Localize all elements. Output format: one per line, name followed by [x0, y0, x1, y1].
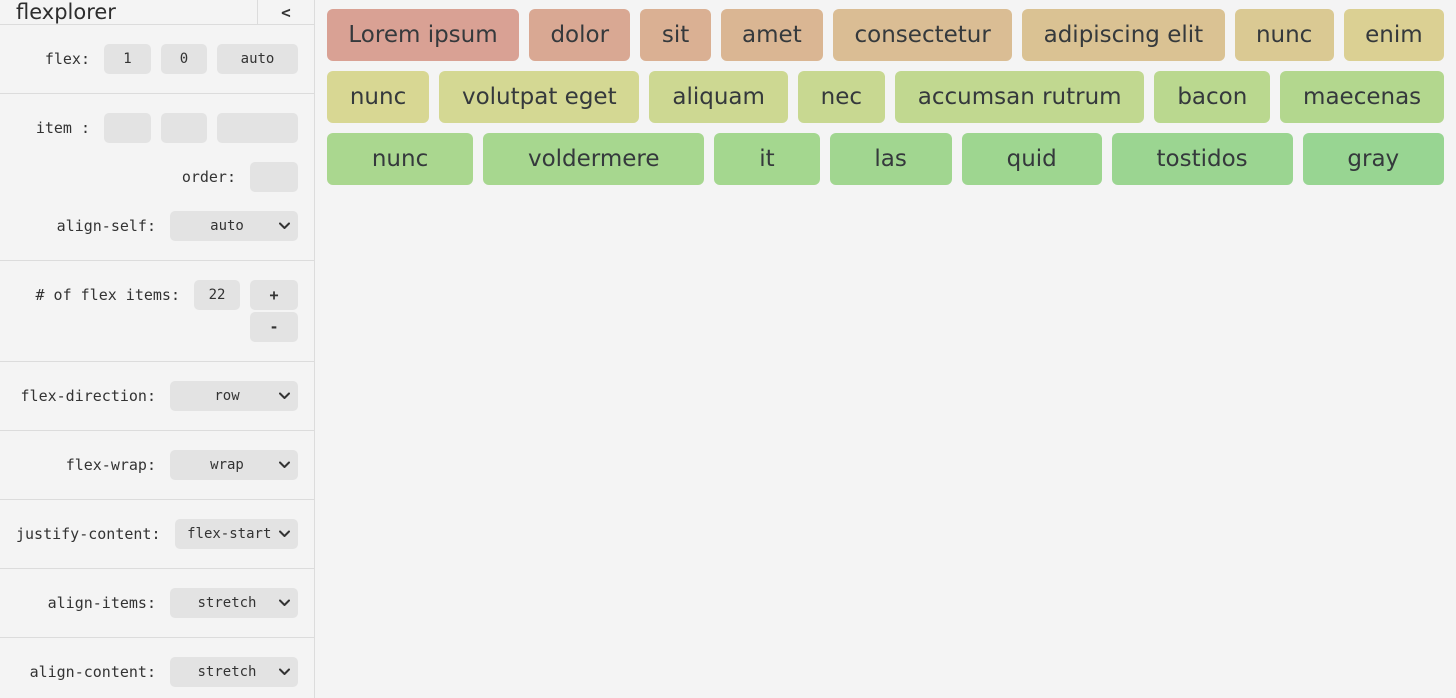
item-flex-grow-input[interactable]: [104, 113, 151, 143]
align-self-label: align-self:: [56, 217, 156, 235]
align-content-select[interactable]: stretch: [170, 657, 298, 687]
chevron-left-icon: <: [281, 2, 291, 22]
flex-direction-select[interactable]: row: [170, 381, 298, 411]
flex-item[interactable]: Lorem ipsum: [327, 9, 520, 61]
flex-item[interactable]: accumsan rutrum: [894, 71, 1145, 123]
collapse-sidebar-button[interactable]: <: [257, 0, 314, 24]
sidebar: flexplorer < flex: item : order: align-s…: [0, 0, 315, 698]
flex-item[interactable]: nunc: [327, 133, 474, 185]
flex-direction-row: flex-direction: row: [16, 381, 298, 411]
section-flex-direction: flex-direction: row: [0, 362, 314, 431]
flex-item[interactable]: it: [714, 133, 820, 185]
order-row: order:: [16, 162, 298, 192]
sidebar-header: flexplorer <: [0, 0, 314, 25]
align-items-row: align-items: stretch: [16, 588, 298, 618]
section-item: item : order: align-self: auto: [0, 94, 314, 261]
flex-item[interactable]: enim: [1343, 9, 1445, 61]
section-flex-wrap: flex-wrap: wrap: [0, 431, 314, 500]
minus-icon: -: [269, 318, 279, 336]
align-items-select[interactable]: stretch: [170, 588, 298, 618]
item-row: item :: [16, 113, 298, 143]
remove-item-button[interactable]: -: [250, 312, 298, 342]
justify-content-row: justify-content: flex-start: [16, 519, 298, 549]
align-items-label: align-items:: [47, 594, 156, 612]
flex-item[interactable]: gray: [1302, 133, 1445, 185]
item-count-stepper: + -: [250, 280, 298, 342]
item-count-row: # of flex items: + -: [16, 280, 298, 342]
flex-item[interactable]: dolor: [529, 9, 631, 61]
section-justify-content: justify-content: flex-start: [0, 500, 314, 569]
flex-item[interactable]: nunc: [327, 71, 430, 123]
section-flex: flex:: [0, 25, 314, 94]
order-input[interactable]: [250, 162, 298, 192]
item-count-input[interactable]: [194, 280, 240, 310]
plus-icon: +: [269, 286, 279, 304]
align-content-row: align-content: stretch: [16, 657, 298, 687]
section-align-items: align-items: stretch: [0, 569, 314, 638]
flex-item[interactable]: adipiscing elit: [1022, 9, 1225, 61]
section-item-count: # of flex items: + -: [0, 261, 314, 362]
item-count-label: # of flex items:: [35, 286, 181, 304]
order-label: order:: [181, 168, 236, 186]
item-flex-basis-input[interactable]: [217, 113, 298, 143]
flex-shrink-input[interactable]: [161, 44, 207, 74]
flex-label: flex:: [44, 50, 90, 68]
flex-item[interactable]: tostidos: [1111, 133, 1293, 185]
flex-wrap-label: flex-wrap:: [65, 456, 156, 474]
justify-content-label: justify-content:: [16, 525, 161, 543]
flex-item[interactable]: nunc: [1234, 9, 1334, 61]
align-self-select[interactable]: auto: [170, 211, 298, 241]
add-item-button[interactable]: +: [250, 280, 298, 310]
flex-basis-input[interactable]: [217, 44, 298, 74]
flex-item[interactable]: amet: [720, 9, 824, 61]
flex-item[interactable]: consectetur: [833, 9, 1013, 61]
flex-item[interactable]: bacon: [1154, 71, 1271, 123]
item-label: item :: [35, 119, 90, 137]
flex-grow-input[interactable]: [104, 44, 151, 74]
app-title: flexplorer: [16, 0, 116, 24]
item-flex-shrink-input[interactable]: [161, 113, 207, 143]
align-content-label: align-content:: [29, 663, 156, 681]
flex-item[interactable]: las: [829, 133, 952, 185]
section-align-content: align-content: stretch: [0, 638, 314, 698]
align-self-row: align-self: auto: [16, 211, 298, 241]
flex-wrap-row: flex-wrap: wrap: [16, 450, 298, 480]
flex-row: flex:: [16, 44, 298, 74]
flex-item[interactable]: quid: [961, 133, 1102, 185]
flex-item[interactable]: voldermere: [483, 133, 705, 185]
justify-content-select[interactable]: flex-start: [174, 519, 298, 549]
flex-item[interactable]: sit: [640, 9, 711, 61]
flex-item[interactable]: maecenas: [1280, 71, 1445, 123]
flex-item[interactable]: nec: [797, 71, 885, 123]
flex-wrap-select[interactable]: wrap: [170, 450, 298, 480]
flex-item[interactable]: aliquam: [649, 71, 788, 123]
flex-item[interactable]: volutpat eget: [439, 71, 640, 123]
flex-direction-label: flex-direction:: [20, 387, 156, 405]
